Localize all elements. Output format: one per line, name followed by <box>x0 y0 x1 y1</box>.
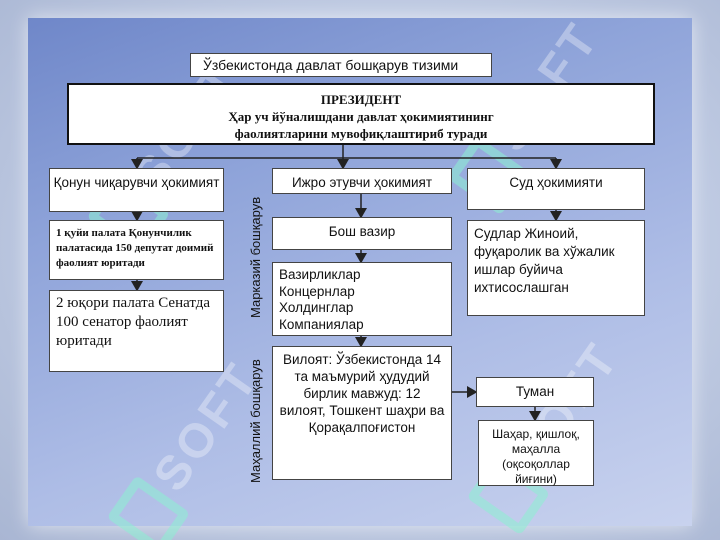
ministries-box: Вазирликлар Концернлар Холдинглар Компан… <box>272 262 452 336</box>
president-line-1: Ҳар уч йўналишдани давлат ҳокимиятининг <box>228 109 494 124</box>
local-management-label: Маҳаллий бошқарув <box>248 359 263 483</box>
concerns-item: Концернлар <box>279 283 355 299</box>
holdings-item: Холдинглар <box>279 300 354 315</box>
lower-chamber-box: 1 қуйи палата Қонунчилик палатасида 150 … <box>49 220 224 280</box>
president-box: ПРЕЗИДЕНТ Ҳар уч йўналишдани давлат ҳоки… <box>67 83 655 145</box>
courts-box: Судлар Жиноий, фуқаролик ва хўжалик ишла… <box>467 220 645 316</box>
prime-minister-box: Бош вазир <box>272 217 452 250</box>
judicial-branch-box: Суд ҳокимияти <box>467 168 645 210</box>
president-heading: ПРЕЗИДЕНТ <box>320 92 402 107</box>
diagram-title: Ўзбекистонда давлат бошқарув тизими <box>190 53 492 77</box>
region-box: Вилоят: Ўзбекистонда 14 та маъмурий ҳуду… <box>272 346 452 480</box>
executive-branch-box: Ижро этувчи ҳокимият <box>272 168 452 194</box>
companies-item: Компаниялар <box>279 316 364 332</box>
ministries-item: Вазирликлар <box>279 267 361 282</box>
president-line-2: фаолиятларини мувофиқлаштириб туради <box>234 126 488 141</box>
senate-box: 2 юқори палата Сенатда 100 сенатор фаоли… <box>49 290 224 372</box>
local-community-box: Шаҳар, қишлоқ, маҳалла (оқсоқоллар йиғин… <box>478 420 594 486</box>
district-box: Туман <box>476 377 594 407</box>
central-management-label: Марказий бошқарув <box>248 196 263 318</box>
legislative-branch-box: Қонун чиқарувчи ҳокимият <box>49 168 224 212</box>
